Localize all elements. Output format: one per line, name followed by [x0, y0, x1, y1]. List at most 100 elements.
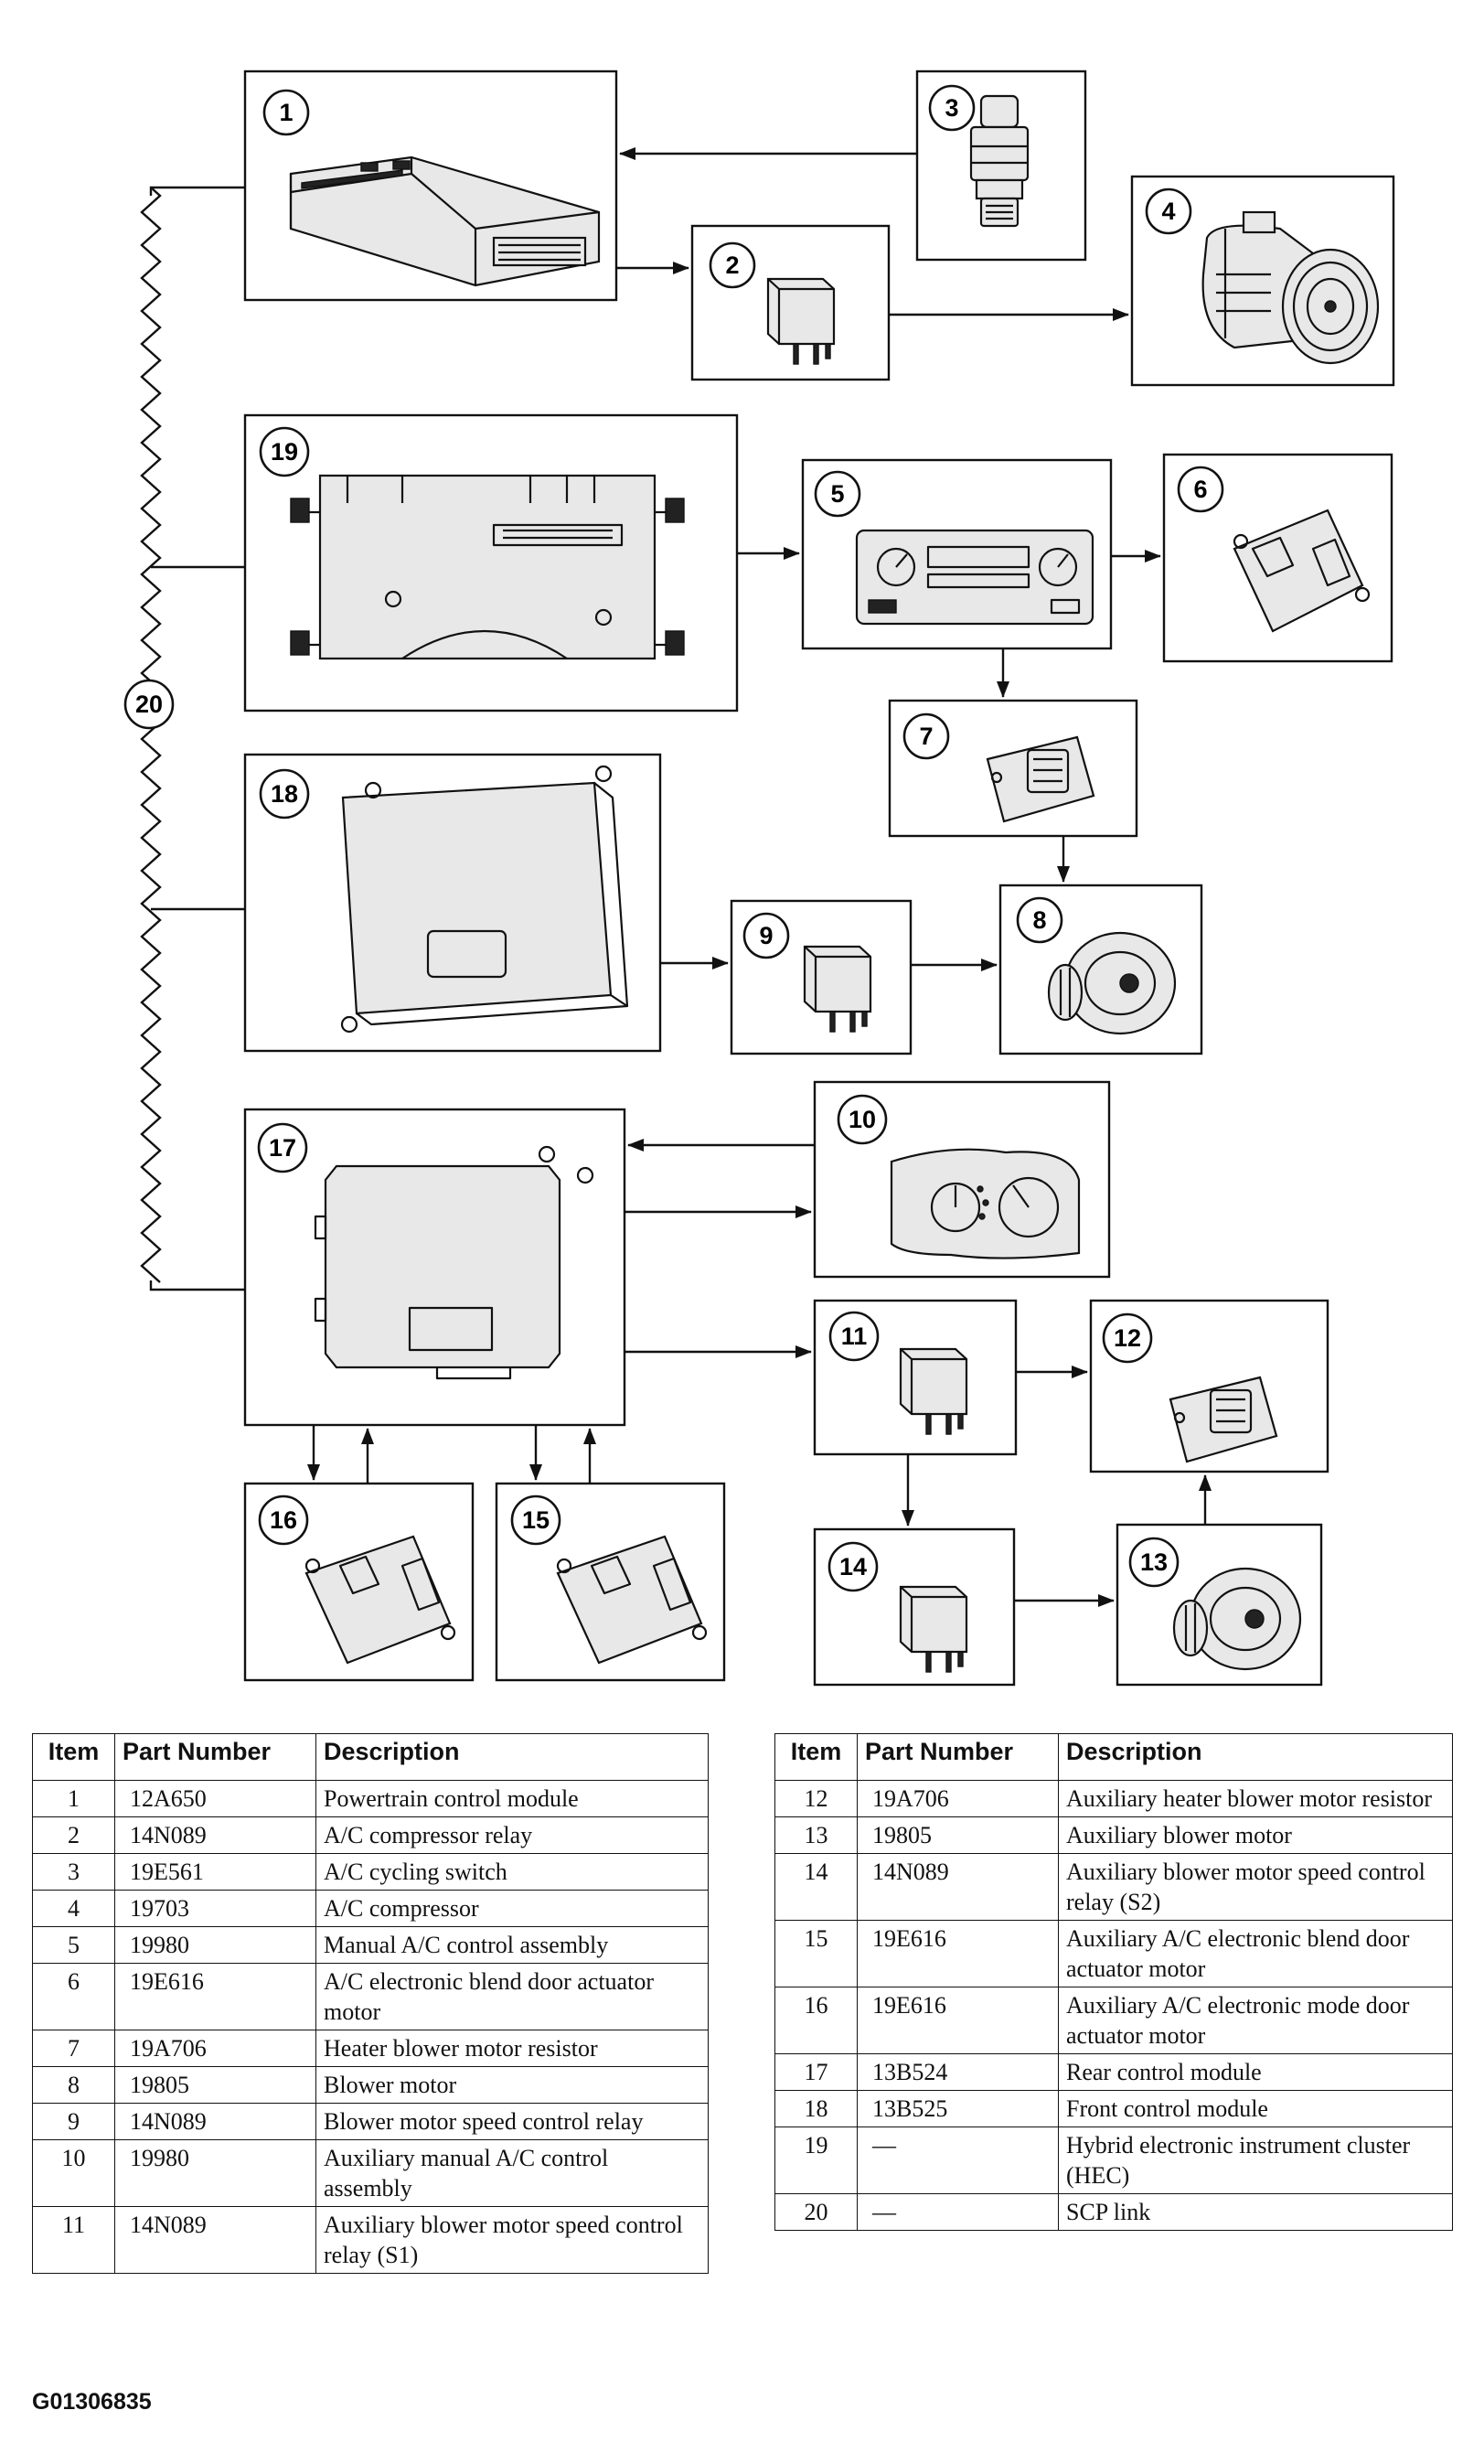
item-cell: 11 — [32, 2206, 115, 2274]
hec-illustration — [290, 474, 685, 660]
description-cell: Auxiliary blower motor speed control rel… — [1058, 1853, 1453, 1921]
relay-illustration-11 — [899, 1347, 968, 1435]
item-cell: 1 — [32, 1780, 115, 1817]
table-row: 20—SCP link — [774, 2193, 1453, 2231]
part-number-cell: 19E616 — [857, 1920, 1059, 1987]
callout-20: 20 — [123, 679, 175, 730]
part-number-cell: 12A650 — [114, 1780, 316, 1817]
callout-6: 6 — [1177, 466, 1224, 513]
callout-label: 17 — [269, 1134, 296, 1162]
item-cell: 2 — [32, 1816, 115, 1854]
callout-17: 17 — [257, 1122, 308, 1173]
callout-9: 9 — [742, 912, 790, 959]
blend-actuator-illustration — [1233, 509, 1371, 633]
part-number-cell: 19805 — [114, 2066, 316, 2104]
scp-tap-rcm — [149, 1280, 245, 1291]
description-cell: Hybrid electronic instrument cluster (HE… — [1058, 2127, 1453, 2194]
item-cell: 5 — [32, 1926, 115, 1964]
figure-id: G01306835 — [32, 2389, 152, 2415]
description-cell: Blower motor — [315, 2066, 709, 2104]
header-description: Description — [1058, 1733, 1453, 1781]
scp-zigzag-wire — [140, 187, 162, 1283]
item-cell: 7 — [32, 2030, 115, 2067]
item-cell: 3 — [32, 1853, 115, 1891]
description-cell: Auxiliary blower motor — [1058, 1816, 1453, 1854]
callout-label: 14 — [839, 1553, 867, 1580]
callout-7: 7 — [902, 712, 950, 760]
relay-illustration-9 — [803, 945, 872, 1033]
item-cell: 15 — [774, 1920, 858, 1987]
part-number-cell: 14N089 — [114, 2103, 316, 2140]
aux-control-illustration — [890, 1148, 1081, 1259]
item-cell: 18 — [774, 2090, 858, 2127]
wiring-diagram: 1 2 3 4 5 6 7 8 9 10 11 12 13 14 15 16 1… — [123, 70, 1395, 1687]
header-part-number: Part Number — [857, 1733, 1059, 1781]
relay-illustration-14 — [899, 1585, 968, 1673]
item-cell: 13 — [774, 1816, 858, 1854]
table-header-row: Item Part Number Description — [32, 1733, 709, 1781]
table-header-row: Item Part Number Description — [774, 1733, 1453, 1781]
header-part-number: Part Number — [114, 1733, 316, 1781]
callout-label: 16 — [270, 1506, 297, 1534]
callout-15: 15 — [510, 1494, 561, 1546]
callout-label: 2 — [725, 252, 739, 279]
part-number-cell: 13B525 — [857, 2090, 1059, 2127]
callout-label: 19 — [271, 438, 298, 466]
part-number-cell: 19A706 — [114, 2030, 316, 2067]
compressor-illustration — [1201, 210, 1380, 365]
item-cell: 6 — [32, 1963, 115, 2030]
item-cell: 8 — [32, 2066, 115, 2104]
callout-label: 20 — [135, 691, 163, 718]
resistor-illustration-12 — [1169, 1376, 1278, 1463]
callout-label: 15 — [522, 1506, 550, 1534]
callout-label: 8 — [1032, 906, 1046, 934]
scp-link-bus — [140, 186, 245, 1291]
description-cell: Auxiliary heater blower motor resistor — [1058, 1780, 1453, 1817]
description-cell: Blower motor speed control relay — [315, 2103, 709, 2140]
item-cell: 16 — [774, 1987, 858, 2054]
item-cell: 9 — [32, 2103, 115, 2140]
callout-label: 12 — [1114, 1324, 1141, 1352]
callout-label: 1 — [279, 99, 293, 126]
part-number-cell: 19980 — [114, 1926, 316, 1964]
item-cell: 17 — [774, 2053, 858, 2091]
description-cell: Auxiliary blower motor speed control rel… — [315, 2206, 709, 2274]
description-cell: Heater blower motor resistor — [315, 2030, 709, 2067]
blower-motor-illustration-13 — [1172, 1567, 1302, 1671]
description-cell: Powertrain control module — [315, 1780, 709, 1817]
callout-label: 9 — [759, 922, 773, 949]
callout-label: 4 — [1161, 198, 1175, 225]
item-cell: 19 — [774, 2127, 858, 2194]
callout-4: 4 — [1145, 187, 1192, 235]
pcm-illustration — [289, 155, 601, 287]
fcm-illustration — [340, 765, 629, 1034]
callout-16: 16 — [258, 1494, 309, 1546]
mode-actuator-illustration — [304, 1535, 456, 1665]
description-cell: Front control module — [1058, 2090, 1453, 2127]
header-item: Item — [32, 1733, 115, 1781]
callout-1: 1 — [262, 89, 310, 136]
description-cell: A/C compressor relay — [315, 1816, 709, 1854]
description-cell: Auxiliary manual A/C control assembly — [315, 2139, 709, 2207]
callout-label: 18 — [271, 780, 298, 808]
callout-3: 3 — [928, 84, 976, 132]
callout-11: 11 — [828, 1311, 880, 1362]
aux-blend-actuator-illustration — [556, 1535, 708, 1665]
signal-arrows — [307, 147, 1212, 1607]
part-number-cell: 19A706 — [857, 1780, 1059, 1817]
